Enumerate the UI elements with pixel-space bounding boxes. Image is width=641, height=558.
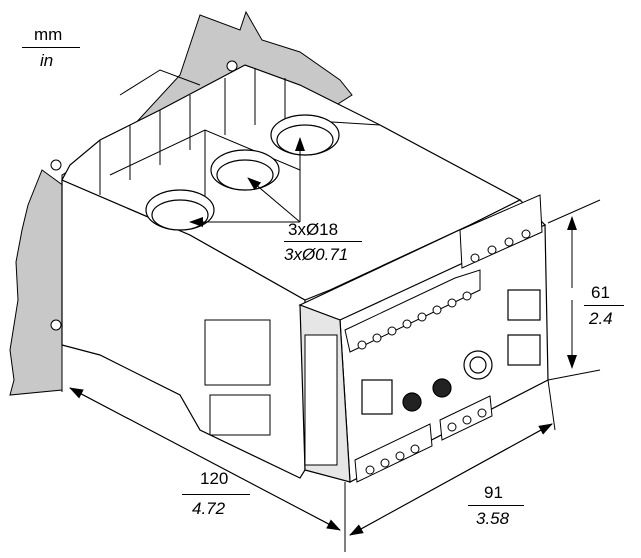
panel-hole [226,60,238,72]
ct-holes [145,114,340,231]
depth-fraction-line [182,494,250,495]
terminal-strip [344,194,543,483]
units-primary-label: mm [34,25,63,44]
depth-dimension-in: 4.72 [192,499,226,518]
depth-dimension [61,345,346,552]
hole-fraction-line [284,241,362,242]
hole-dimension-in: 3xØ0.71 [284,245,349,264]
hole-dimension-mm: 3xØ18 [288,220,339,239]
hole-dimension-leaders [189,137,305,227]
width-dimension-in: 3.58 [476,509,510,528]
depth-dimension-mm: 120 [200,469,229,488]
height-dimension-mm: 61 [591,283,610,302]
width-dimension-mm: 91 [484,483,503,502]
units-fraction-line [22,47,80,48]
panel-hole [50,159,62,171]
width-dimension [349,379,556,536]
height-dimension-in: 2.4 [589,309,613,328]
width-fraction-line [468,505,524,506]
panel-hole [50,319,62,331]
terminal-screws [357,229,531,475]
side-modules [204,319,338,466]
height-dimension [547,199,601,381]
height-fraction-line [584,305,624,306]
front-panel-components [361,289,541,415]
units-secondary-label: in [40,51,54,70]
